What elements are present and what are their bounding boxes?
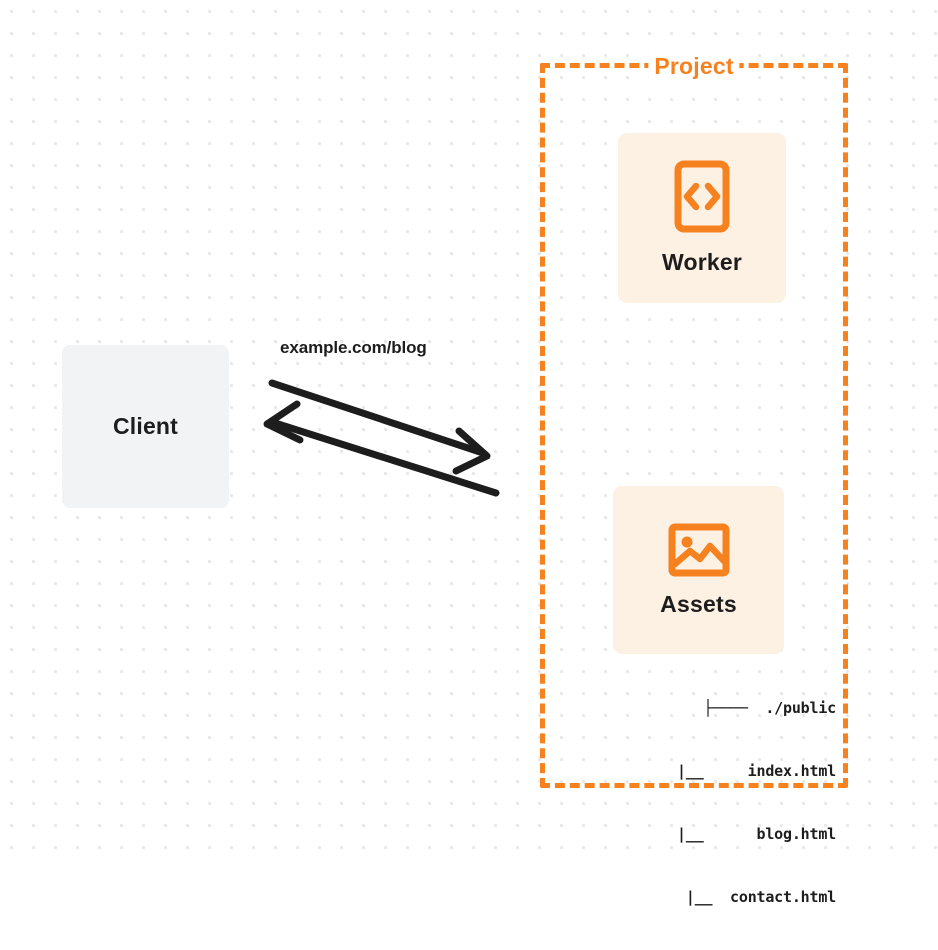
file-tree-row: |__ index.html bbox=[677, 762, 836, 780]
code-brackets-icon bbox=[674, 160, 730, 233]
file-tree-row: |__ blog.html bbox=[677, 825, 836, 843]
file-tree-row: |__ contact.html bbox=[685, 888, 836, 906]
node-worker-label: Worker bbox=[661, 249, 743, 275]
node-client[interactable]: Client bbox=[62, 345, 229, 508]
node-worker[interactable]: Worker bbox=[618, 133, 786, 303]
node-assets[interactable]: Assets bbox=[613, 486, 784, 654]
image-icon bbox=[668, 523, 730, 577]
group-project: Project Worker Assets ├──── ./public |__… bbox=[540, 53, 848, 906]
connection-label: example.com/blog bbox=[280, 338, 427, 357]
assets-file-tree: ├──── ./public |__ index.html |__ blog.h… bbox=[591, 656, 836, 950]
file-tree-row: ├──── ./public bbox=[703, 699, 837, 717]
node-assets-label: Assets bbox=[660, 590, 737, 617]
node-client-label: Client bbox=[112, 413, 179, 439]
group-project-label: Project bbox=[648, 53, 740, 80]
